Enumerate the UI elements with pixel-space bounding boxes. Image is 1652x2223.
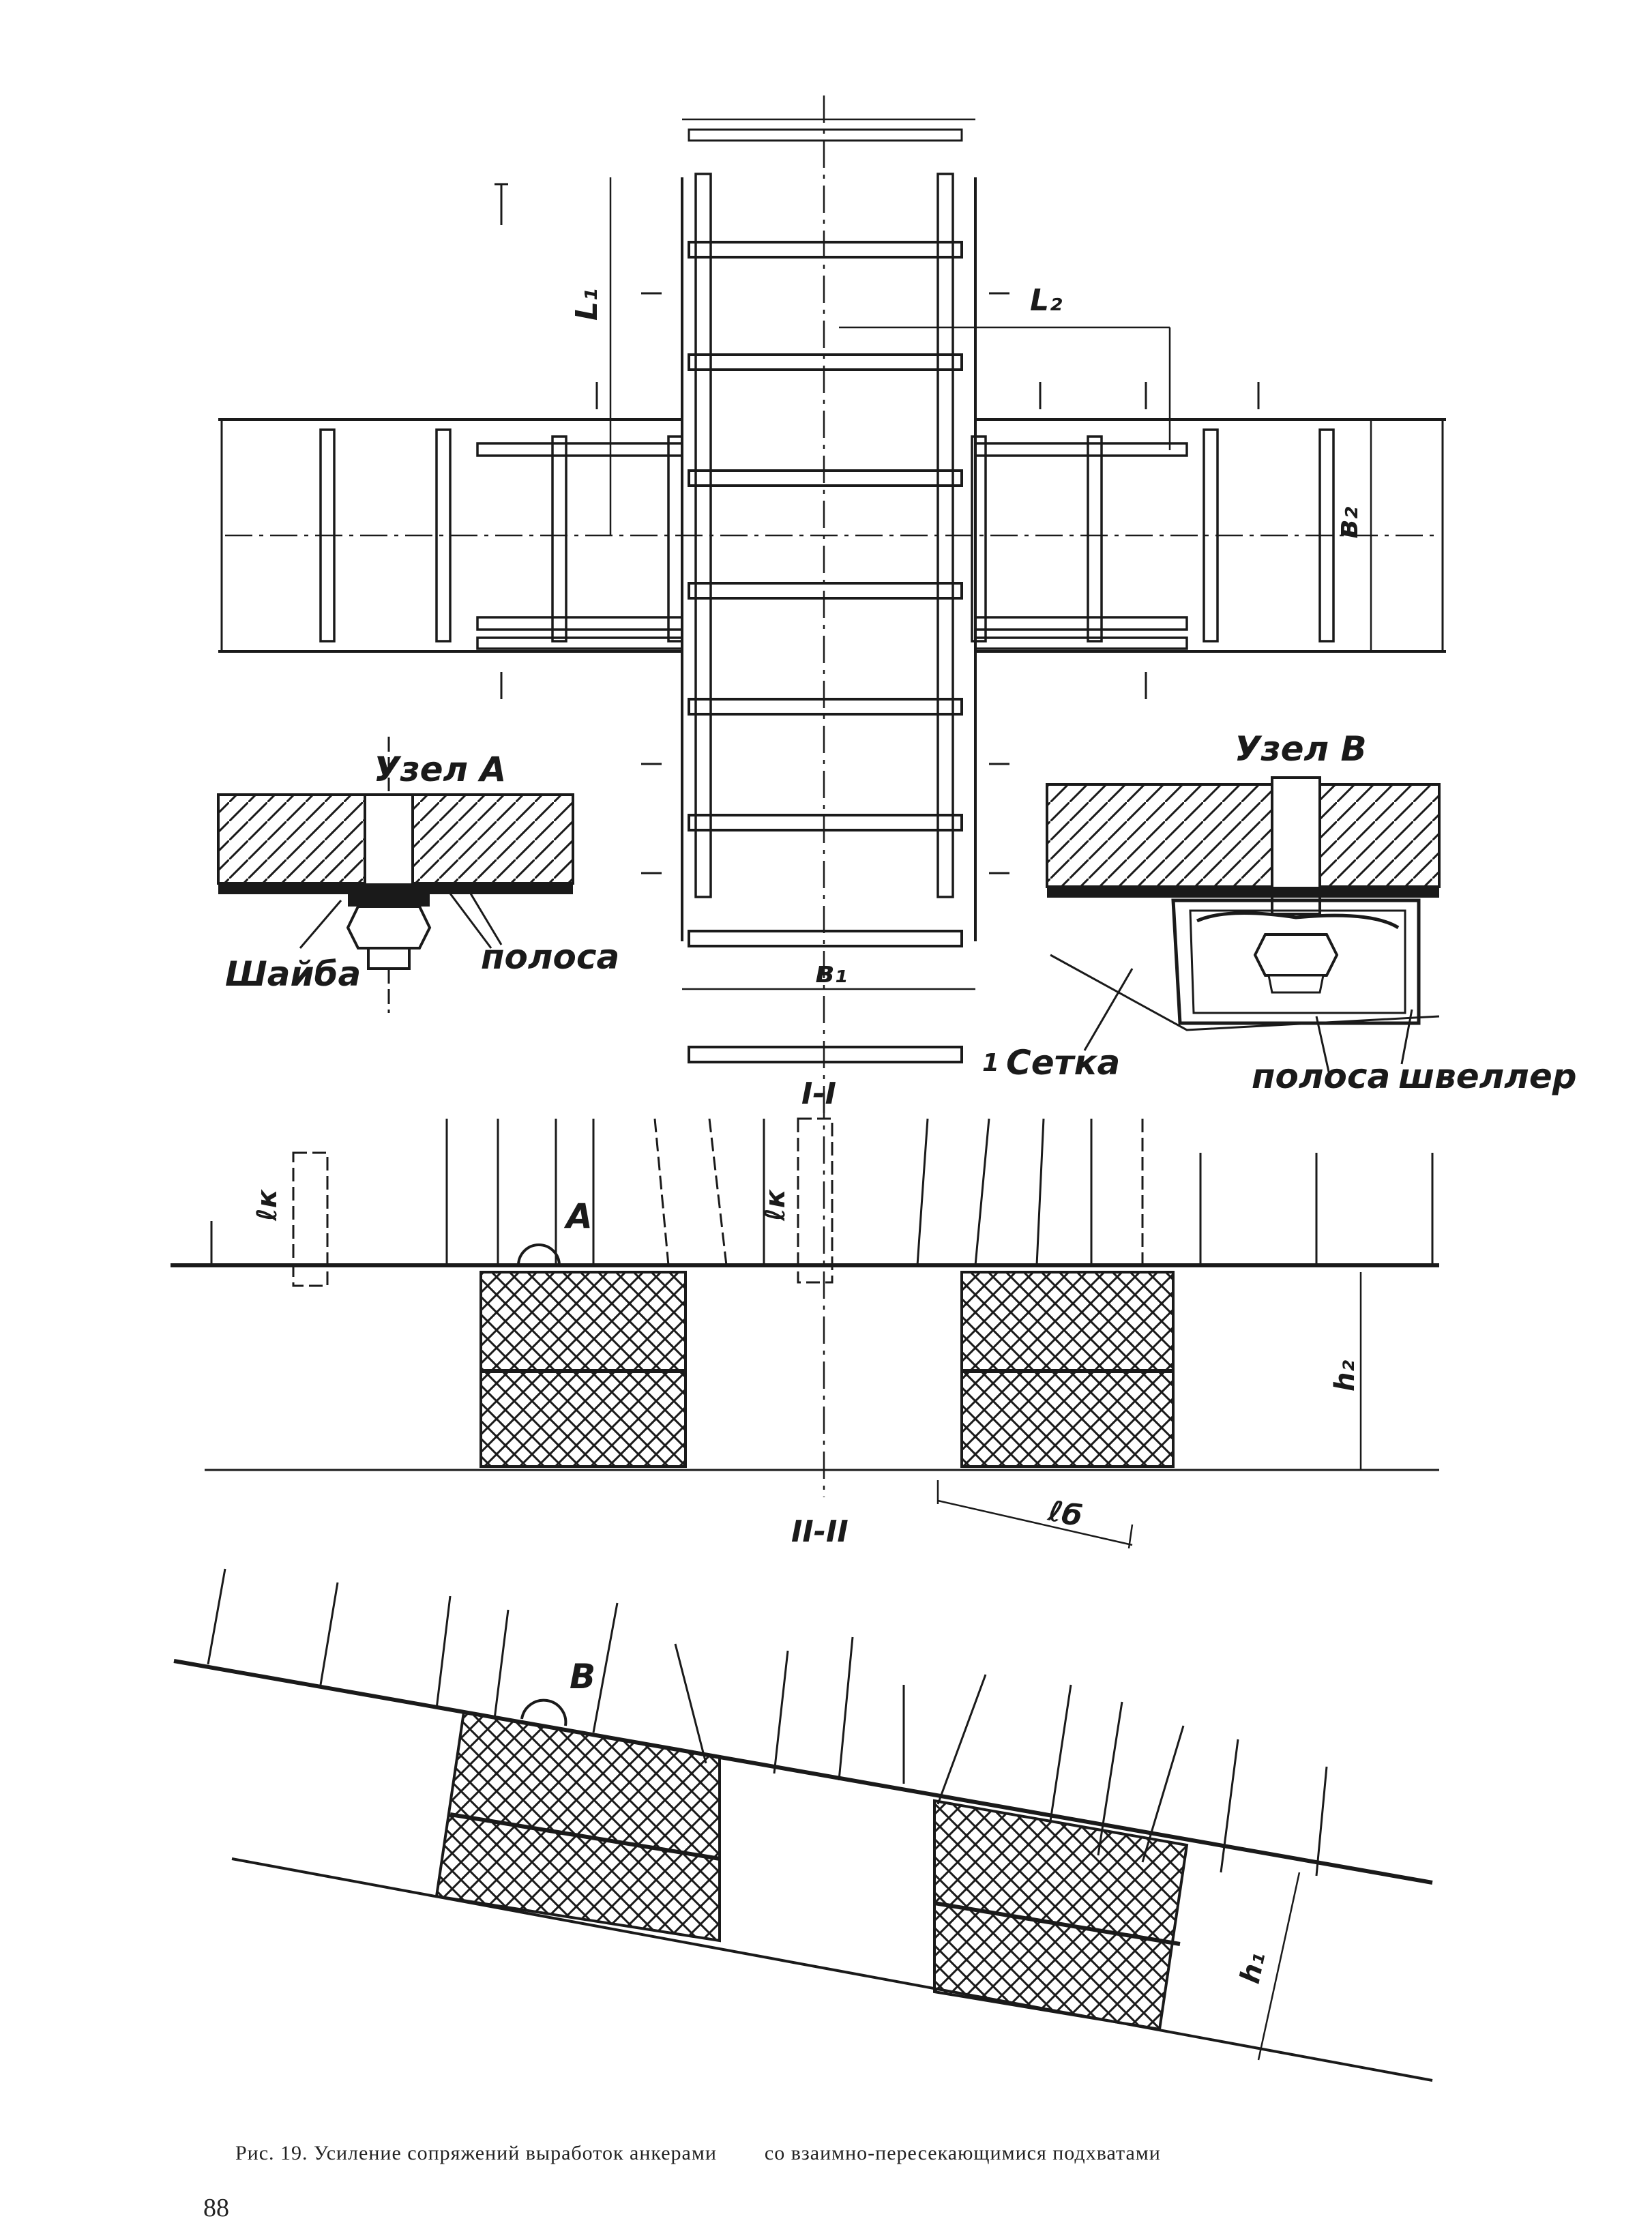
label-dim-h2: h₂ <box>1329 1360 1361 1392</box>
figure-caption: Рис. 19. Усиление сопряжений выработок а… <box>235 2142 1463 2165</box>
horizontal-drift-straps-right <box>971 428 1335 650</box>
caption-part-2: со взаимно-пересекающимися подхватами <box>764 2142 1161 2164</box>
horizontal-drift-straps-left <box>319 428 683 650</box>
label-tick: 1 <box>982 1049 999 1077</box>
node-b-channel <box>1171 898 1421 1025</box>
label-dim-l2: L₂ <box>1030 283 1062 318</box>
label-polosa-b: полоса <box>1252 1057 1390 1096</box>
plan-view <box>218 95 1446 1119</box>
label-section-1: I-I <box>801 1076 836 1111</box>
section-2-view <box>173 1568 1433 2082</box>
drawing-labels: Узел А Узел В Шайба полоса Сетка полоса … <box>225 283 1577 1986</box>
plan-anchor-ticks <box>495 183 1260 874</box>
node-a-nut <box>346 905 432 949</box>
label-setka: Сетка <box>1006 1043 1120 1083</box>
node-b-mesh-strip <box>1047 887 1439 898</box>
label-dim-lk-1: ℓк <box>252 1189 283 1222</box>
label-dim-h1: h₁ <box>1235 1949 1272 1987</box>
label-node-b: Узел В <box>1235 729 1367 769</box>
label-marker-b: В <box>570 1657 595 1696</box>
node-b-nut <box>1253 933 1339 977</box>
section-2-mesh-right <box>933 1799 1189 2031</box>
caption-part-1: Рис. 19. Усиление сопряжений выработок а… <box>235 2142 717 2164</box>
node-a-anchor-rod <box>364 793 414 888</box>
label-dim-lb: ℓб <box>1045 1494 1085 1533</box>
label-dim-lk-2: ℓк <box>760 1189 791 1222</box>
label-dim-b1: в₁ <box>815 955 847 990</box>
vertical-drift-cross-straps <box>688 241 963 1063</box>
section-1-anchors <box>210 1118 1434 1266</box>
node-a-strip <box>218 883 573 894</box>
label-section-2: II-II <box>791 1514 849 1549</box>
page-number: 88 <box>203 2194 229 2222</box>
label-dim-b2: в₂ <box>1330 507 1365 539</box>
section-1-view <box>171 1091 1439 1549</box>
label-shveller: швеллер <box>1398 1057 1577 1096</box>
section-2-anchors <box>207 1568 1328 1876</box>
label-dim-l1: L₁ <box>570 289 604 321</box>
label-node-a: Узел А <box>374 750 506 789</box>
label-polosa-a: полоса <box>481 937 619 977</box>
section-2-mesh-left <box>434 1710 721 1943</box>
node-a-detail <box>217 737 574 1013</box>
section-2-roof-line <box>173 1659 1433 1885</box>
label-marker-a: А <box>563 1196 593 1236</box>
node-a-washer <box>348 894 430 907</box>
label-shaiba: Шайба <box>225 954 361 994</box>
section-2-floor-line <box>231 1857 1433 2082</box>
node-b-detail <box>1046 776 1441 1078</box>
